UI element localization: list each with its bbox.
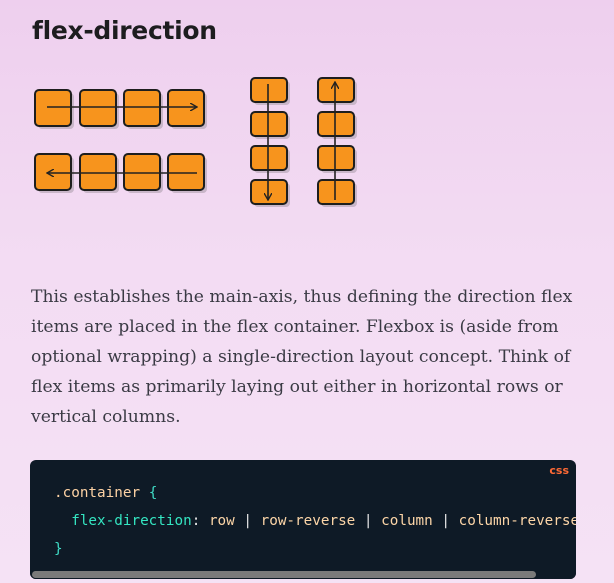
flex-direction-illustration: [34, 77, 357, 207]
flex-items-diagram: [34, 77, 357, 207]
page-title: flex-direction: [32, 16, 217, 45]
code-content: .container { flex-direction: row | row-r…: [54, 479, 576, 563]
flex-item-box: [317, 77, 355, 103]
flex-item-box: [79, 89, 117, 127]
flex-item-box: [167, 153, 205, 191]
flex-item-box: [79, 153, 117, 191]
flex-item-box: [250, 179, 288, 205]
code-open-brace: {: [148, 485, 158, 501]
code-separator: |: [243, 513, 252, 529]
flex-item-box: [317, 179, 355, 205]
code-separator: |: [441, 513, 450, 529]
horizontal-scrollbar[interactable]: [30, 571, 576, 579]
description-paragraph: This establishes the main-axis, thus def…: [31, 287, 573, 427]
flex-item-box: [123, 153, 161, 191]
flex-item-box: [34, 153, 72, 191]
code-value-row: row: [208, 513, 235, 529]
code-value-column: column: [381, 513, 433, 529]
code-value-row-reverse: row-reverse: [260, 513, 356, 529]
code-colon: :: [191, 513, 201, 529]
code-close-brace: }: [54, 541, 63, 557]
flex-item-box: [250, 77, 288, 103]
flex-item-box: [250, 145, 288, 171]
flex-item-box: [317, 111, 355, 137]
flex-item-box: [250, 111, 288, 137]
flex-item-box: [317, 145, 355, 171]
axis-arrows: [47, 82, 335, 200]
code-selector: .container: [54, 485, 141, 501]
flex-item-box: [34, 89, 72, 127]
flex-item-box: [167, 89, 205, 127]
flex-item-box: [123, 89, 161, 127]
code-language-badge: css: [549, 464, 569, 477]
scrollbar-thumb[interactable]: [32, 571, 536, 578]
code-block: css .container { flex-direction: row | r…: [30, 460, 576, 579]
code-separator: |: [363, 513, 373, 529]
code-value-column-reverse: column-reverse: [458, 513, 576, 529]
code-property: flex-direction: [71, 513, 192, 529]
